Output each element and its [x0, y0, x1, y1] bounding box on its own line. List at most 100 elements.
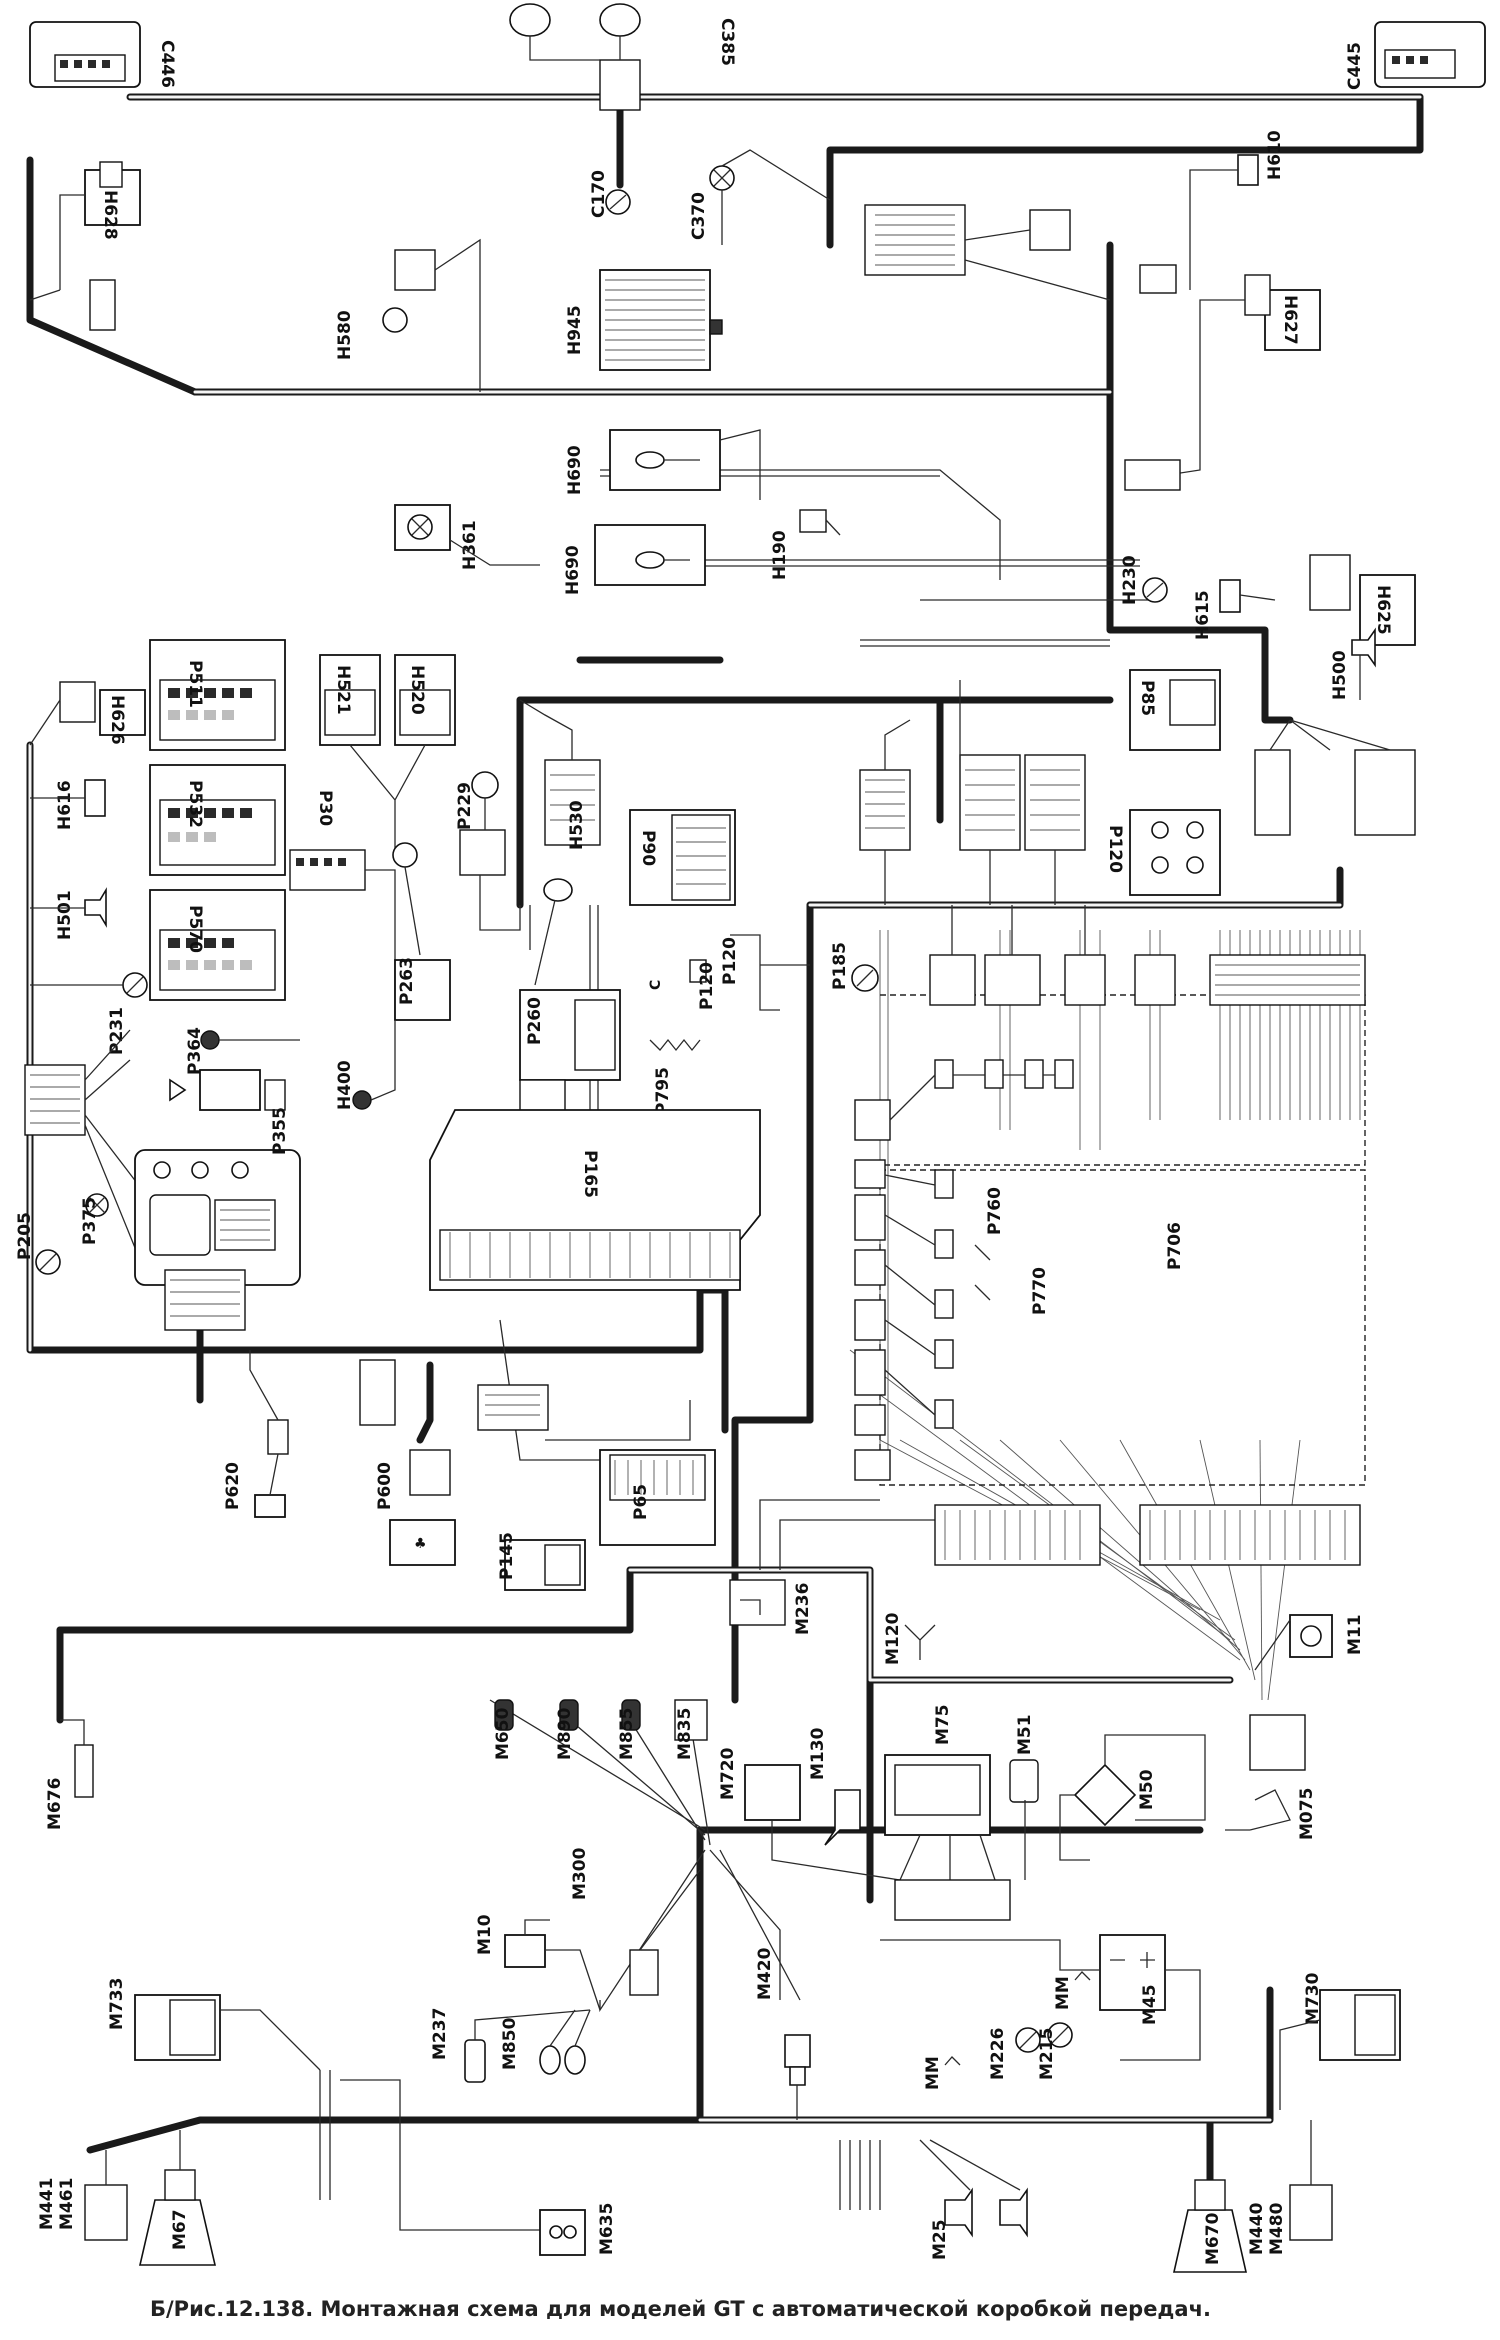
component-p229: P229 [455, 771, 521, 931]
label-m25: M25 [930, 2219, 950, 2260]
component-m420: M420 [755, 1947, 811, 2120]
component-m733: M733 [107, 1978, 321, 2071]
label-h690-b: H690 [563, 545, 583, 595]
component-h945: H945 [565, 269, 723, 371]
label-m720: M720 [718, 1747, 738, 1800]
label-h580: H580 [335, 310, 355, 360]
label-h626: H626 [107, 695, 127, 745]
label-c370: C370 [689, 192, 709, 240]
label-m075: M075 [1297, 1788, 1317, 1840]
component-h616: H616 [30, 779, 106, 830]
label-h690-a: H690 [565, 445, 585, 495]
label-c445: C445 [1345, 42, 1365, 90]
component-h530: H530 [519, 699, 601, 850]
component-p364: P364 [185, 1027, 300, 1075]
component-c445: C445 [1345, 21, 1486, 90]
label-p511: P511 [185, 660, 205, 708]
component-m441-m461: M441 M461 [37, 2150, 128, 2241]
component-p263: P263 [392, 842, 451, 1021]
label-c170: C170 [589, 170, 609, 218]
component-p185: P185 [830, 942, 879, 992]
label-m226: M226 [988, 2028, 1008, 2080]
label-m676: M676 [45, 1778, 65, 1830]
component-h625: H625 [1309, 554, 1416, 646]
component-m730: M730 [1279, 1972, 1401, 2110]
label-p375: P375 [80, 1197, 100, 1245]
label-p185: P185 [830, 942, 850, 990]
label-p600: P600 [375, 1462, 395, 1510]
component-m215: M215 [1037, 2022, 1073, 2080]
label-m835: M835 [675, 1708, 695, 1760]
label-m650: M650 [493, 1707, 513, 1760]
component-p205: P205 [15, 1212, 61, 1275]
label-mm: MM [923, 2056, 943, 2090]
component-h615: H615 [1193, 579, 1276, 640]
component-h627: H627 [1134, 274, 1321, 481]
wiring-diagram: C446 C385 C445 C170 C370 H628 H580 [15, 3, 1486, 2273]
label-m50: M50 [1137, 1769, 1157, 1810]
component-p90: P90 [629, 809, 736, 906]
relay-area: P760 P770 P706 [854, 1059, 1185, 1436]
component-c370: C370 [689, 149, 831, 245]
component-h520: H520 [349, 654, 456, 850]
component-h610: H610 [1189, 130, 1285, 290]
label-m733: M733 [107, 1978, 127, 2030]
label-m237: M237 [430, 2008, 450, 2060]
component-m720: M720 [718, 1747, 901, 1900]
component-m635: M635 [539, 2203, 617, 2256]
label-p760: P760 [985, 1187, 1005, 1235]
label-h945: H945 [565, 305, 585, 355]
component-m50: M50 [1059, 1734, 1206, 1861]
component-m075: M075 [1225, 1714, 1317, 1840]
label-m10: M10 [475, 1914, 495, 1955]
label-p90: P90 [638, 830, 658, 866]
component-p85: P85 [1129, 669, 1221, 751]
component-p120-b: P120 [689, 959, 717, 1010]
component-m237: M237 [430, 2008, 591, 2083]
label-m215: M215 [1037, 2028, 1057, 2080]
label-h500: H500 [1330, 650, 1350, 700]
label-c446: C446 [157, 40, 177, 88]
component-p600: ♣ P600 [375, 1449, 456, 1566]
component-h190: H190 [770, 509, 841, 580]
component-h500: H500 [1330, 627, 1376, 700]
svg-text:♣: ♣ [414, 1536, 427, 1552]
label-h530: H530 [567, 800, 587, 850]
label-p120-a: P120 [1105, 825, 1125, 873]
component-m130: M130 [808, 1727, 861, 1846]
label-m890: M890 [555, 1707, 575, 1760]
label-h230: H230 [1120, 555, 1140, 605]
label-m850: M850 [500, 2017, 520, 2070]
label-p145: P145 [497, 1532, 517, 1580]
component-m676: M676 [45, 1719, 94, 1830]
component-p145: P145 [497, 1532, 586, 1591]
label-h628: H628 [100, 190, 120, 240]
label-p85: P85 [1137, 680, 1157, 716]
component-m10: M10 [475, 1914, 601, 2011]
component-h690-a: H690 [565, 429, 761, 500]
component-h521: H521 [319, 654, 381, 746]
component-c446: C446 [29, 21, 177, 88]
component-m11: M11 [1254, 1614, 1365, 1671]
label-m67: M67 [170, 2209, 190, 2250]
component-h626: H626 [29, 681, 146, 746]
component-m850: M850 [500, 2009, 591, 2075]
label-p706: P706 [1165, 1222, 1185, 1270]
label-h400: H400 [335, 1060, 355, 1110]
label-h627: H627 [1280, 295, 1300, 345]
connector-group-right-upper [1254, 719, 1416, 836]
label-m51: M51 [1015, 1714, 1035, 1755]
label-c385: C385 [717, 18, 737, 66]
label-m420: M420 [755, 1947, 775, 2000]
connector-block-top [864, 204, 1181, 491]
label-m75: M75 [933, 1704, 953, 1745]
component-p65: P65 [599, 1449, 716, 1546]
component-m45: M45 [880, 1934, 1201, 2061]
component-p165: P165 [429, 1109, 761, 1291]
connector-row-upper-right [929, 905, 1366, 1006]
label-h520: H520 [407, 665, 427, 715]
label-m855: M855 [617, 1708, 637, 1760]
label-m440: M440 [1247, 2202, 1267, 2255]
component-m670: M670 [1172, 2179, 1248, 2273]
connector-row-lower-right [854, 1449, 1361, 1566]
